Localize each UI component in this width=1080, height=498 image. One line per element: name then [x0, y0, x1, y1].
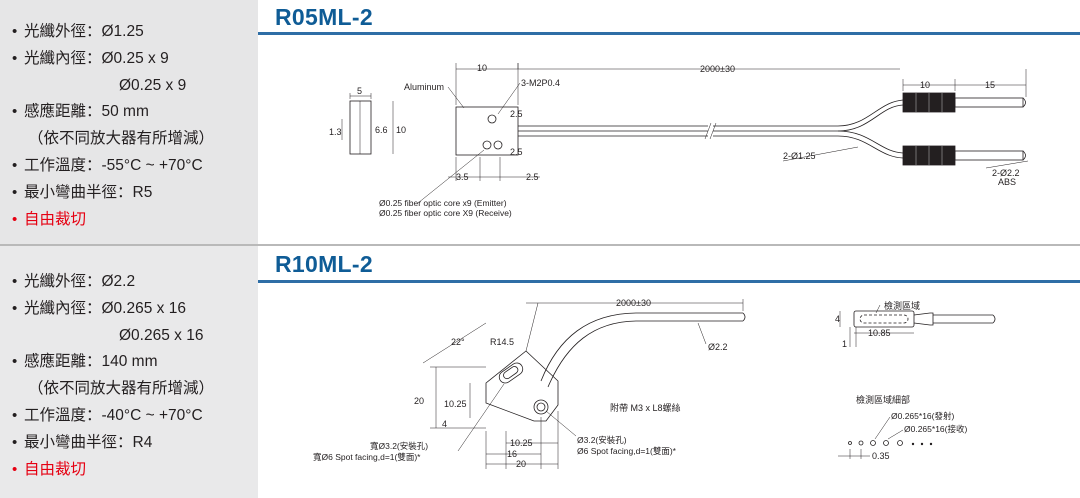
spec-operating-temp: •工作溫度：-40°C ~ +70°C — [12, 406, 203, 424]
hole1-line1: 寬Ø3.2(安裝孔) — [370, 441, 428, 451]
dim-20-v: 20 — [414, 396, 424, 406]
spec-outer-diameter: •光纖外徑：Ø2.2 — [12, 273, 136, 290]
spec-sensing-note: （依不同放大器有所增減） — [28, 130, 215, 148]
dim-length: 2000±30 — [700, 64, 735, 74]
dim-2-5-c: 2.5 — [526, 172, 539, 182]
dim-2-5-a: 2.5 — [510, 109, 523, 119]
sensor-head: 22° R14.5 20 10.25 4 10.25 16 20 寬Ø3.2(安… — [313, 302, 677, 469]
dim-6-6: 6.6 — [375, 125, 388, 135]
tip-detail: 檢測區域 4 10.85 1 — [835, 300, 996, 349]
label-tip-dia: 2-Ø2.2 — [992, 168, 1020, 178]
title-rule — [258, 32, 1080, 35]
hole2-line1: Ø3.2(安裝孔) — [577, 435, 627, 445]
screw-hole-3 — [493, 140, 503, 150]
dim-radius: R14.5 — [490, 337, 514, 347]
core-detail: 檢測區域細部 Ø0.265*16(發射) Ø0.265*16(接收) 0.35 — [838, 394, 967, 461]
spec-min-bend-radius: •最小彎曲半徑：R4 — [12, 433, 153, 451]
dim-1-3: 1.3 — [329, 127, 342, 137]
dim-2-5-b: 2.5 — [510, 147, 523, 157]
spec-panel: •光纖外徑：Ø2.2 •光纖內徑：Ø0.265 x 16 Ø0.265 x 16… — [0, 246, 258, 498]
dim-16: 16 — [507, 449, 517, 459]
dim-angle: 22° — [451, 337, 465, 347]
hole2-line2: Ø6 Spot facing,d=1(雙面)* — [577, 446, 677, 456]
dim-10-85: 10.85 — [868, 328, 891, 338]
spec-inner-diameter: •光纖內徑：Ø0.25 x 9 — [12, 49, 169, 67]
label-thread: 3-M2P0.4 — [521, 78, 560, 88]
mount-hole — [533, 399, 549, 415]
sensor-head: Aluminum 10 3-M2P0.4 2.5 2.5 3.5 2.5 Ø0.… — [379, 63, 560, 218]
dim-4-tip: 4 — [835, 314, 840, 324]
dim-10-25-h: 10.25 — [510, 438, 533, 448]
hole1-line2: 寬Ø6 Spot facing,d=1(雙面)* — [313, 452, 421, 462]
dim-10-side: 10 — [396, 125, 406, 135]
dimension-drawing: 22° R14.5 20 10.25 4 10.25 16 20 寬Ø3.2(安… — [313, 298, 996, 469]
dimension-drawing: 5 1.3 6.6 10 Aluminum 10 3-M2P0.4 2.5 2.… — [329, 63, 1029, 218]
spec-sensing-distance: •感應距離：140 mm — [12, 353, 158, 371]
spec-outer-diameter: •光纖外徑：Ø1.25 — [12, 23, 144, 40]
label-fiber-dia: 2-Ø1.25 — [783, 151, 816, 161]
label-aluminum: Aluminum — [404, 82, 444, 92]
dim-10-top: 10 — [477, 63, 487, 73]
spec-sensing-distance: •感應距離：50 mm — [12, 103, 149, 121]
dim-1: 1 — [842, 339, 847, 349]
screw-hole-2 — [482, 140, 492, 150]
spec-inner-diameter: •光纖內徑：Ø0.265 x 16 — [12, 299, 186, 317]
dim-length: 2000±30 — [616, 298, 651, 308]
side-view: 5 1.3 6.6 10 — [329, 86, 406, 155]
spec-list: •光纖外徑：Ø2.2 •光纖內徑：Ø0.265 x 16 Ø0.265 x 16… — [12, 269, 215, 483]
core-recv: Ø0.265*16(接收) — [904, 424, 967, 434]
spec-sensing-note: （依不同放大器有所增減） — [28, 380, 215, 398]
spec-min-bend-radius: •最小彎曲半徑：R5 — [12, 183, 153, 201]
note-receive: Ø0.25 fiber optic core X9 (Receive) — [379, 208, 512, 218]
core-emit: Ø0.265*16(發射) — [891, 411, 954, 421]
dim-4: 4 — [442, 419, 447, 429]
label-detail: 檢測區域細部 — [856, 394, 910, 405]
product-title: R10ML-2 — [275, 251, 373, 277]
label-detect: 檢測區域 — [884, 300, 920, 311]
spec-free-cut: •自由裁切 — [12, 460, 87, 478]
connector-dimensions: 10 15 2-Ø2.2 ABS — [902, 79, 1029, 187]
fiber-cable: 2000±30 Ø2.2 附帶 M3 x L8螺絲 — [526, 298, 746, 413]
dim-10-25-v: 10.25 — [444, 399, 467, 409]
accessory-note: 附帶 M3 x L8螺絲 — [610, 402, 681, 413]
connector-bottom — [902, 145, 1026, 166]
connector-top — [902, 92, 1026, 113]
spec-inner-diameter-cont: Ø0.25 x 9 — [119, 76, 187, 94]
product-title: R05ML-2 — [275, 4, 373, 30]
screw-hole-1 — [487, 114, 497, 124]
spec-panel: •光纖外徑：Ø1.25 •光纖內徑：Ø0.25 x 9 Ø0.25 x 9 •感… — [0, 0, 258, 244]
product-r10ml-2: •光纖外徑：Ø2.2 •光纖內徑：Ø0.265 x 16 Ø0.265 x 16… — [0, 244, 1080, 498]
dim-10-sleeve: 10 — [920, 80, 930, 90]
spec-list: •光纖外徑：Ø1.25 •光纖內徑：Ø0.25 x 9 Ø0.25 x 9 •感… — [12, 19, 215, 233]
spec-inner-diameter-cont: Ø0.265 x 16 — [119, 326, 204, 344]
dim-15: 15 — [985, 80, 995, 90]
title-rule — [258, 280, 1080, 283]
spec-free-cut: •自由裁切 — [12, 210, 87, 228]
product-r05ml-2: •光纖外徑：Ø1.25 •光纖內徑：Ø0.25 x 9 Ø0.25 x 9 •感… — [0, 0, 1080, 244]
label-dia22: Ø2.2 — [708, 342, 728, 352]
dim-0-35: 0.35 — [872, 451, 890, 461]
spec-operating-temp: •工作溫度：-55°C ~ +70°C — [12, 156, 203, 174]
dim-5: 5 — [357, 86, 362, 96]
dim-20-h: 20 — [516, 459, 526, 469]
label-abs: ABS — [998, 177, 1016, 187]
slot-hole — [498, 362, 524, 384]
dim-3-5: 3.5 — [456, 172, 469, 182]
note-emitter: Ø0.25 fiber optic core x9 (Emitter) — [379, 198, 507, 208]
